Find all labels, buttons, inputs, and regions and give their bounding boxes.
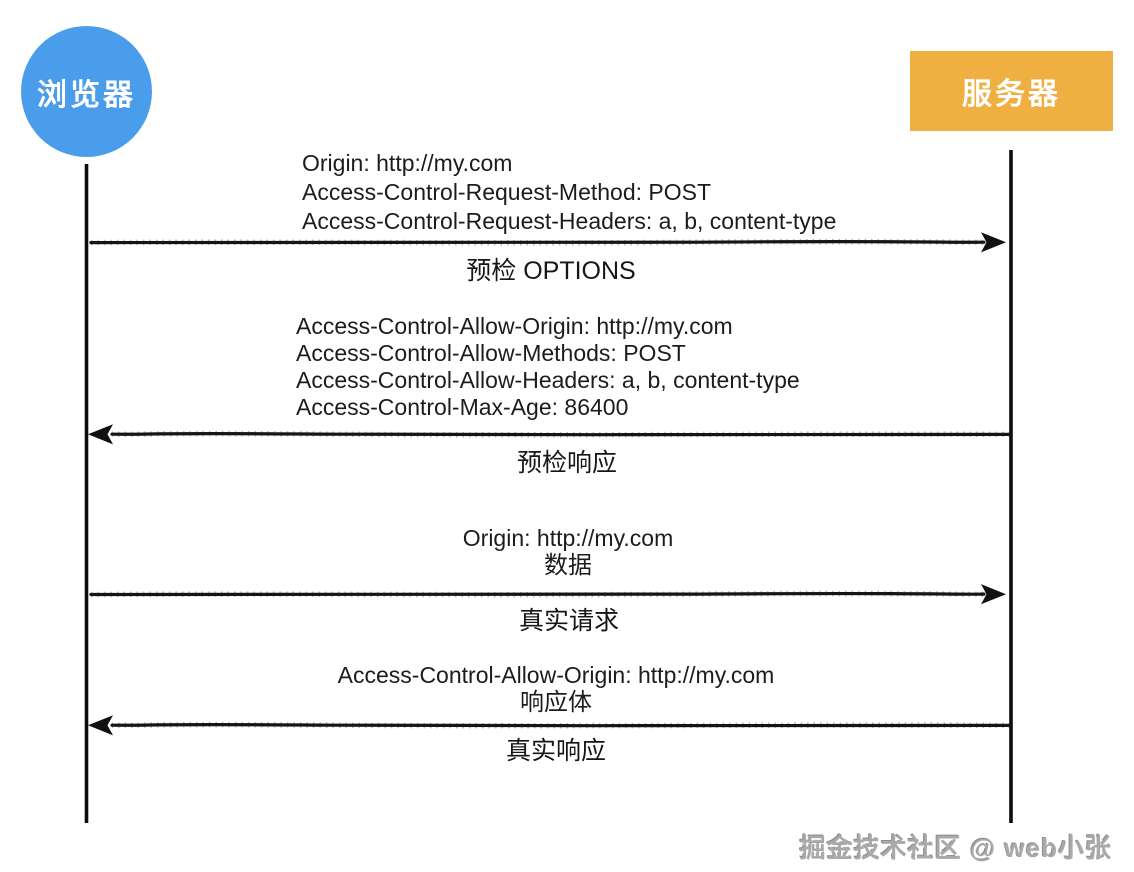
real-request-headers: Origin: http://my.com 数据 <box>463 524 673 580</box>
real-request-arrow-line <box>89 591 986 597</box>
arrowhead-right-icon <box>981 584 1006 605</box>
header-line: 数据 <box>544 552 592 579</box>
real-request-label: 真实请求 <box>518 607 620 635</box>
arrowhead-left-icon <box>88 424 113 445</box>
server-actor-label: 服务器 <box>962 78 1061 111</box>
header-line: 响应体 <box>520 689 592 716</box>
header-line: Access-Control-Request-Headers: a, b, co… <box>302 208 837 234</box>
arrowhead-right-icon <box>981 232 1006 253</box>
header-line: Origin: http://my.com <box>302 150 513 176</box>
preflight-response-arrow-line <box>110 432 1012 437</box>
browser-actor: 浏览器 <box>21 26 152 157</box>
preflight-response-headers: Access-Control-Allow-Origin: http://my.c… <box>296 313 800 421</box>
real-response-label: 真实响应 <box>505 737 607 765</box>
header-line: Access-Control-Allow-Origin: http://my.c… <box>337 662 775 688</box>
preflight-request-headers: Origin: http://my.com Access-Control-Req… <box>302 149 836 236</box>
header-line: Access-Control-Allow-Origin: http://my.c… <box>296 313 733 339</box>
preflight-request-label: 预检 OPTIONS <box>466 257 636 285</box>
header-line: Access-Control-Allow-Methods: POST <box>296 340 686 366</box>
watermark: 掘金技术社区 @ web小张 <box>799 833 1112 863</box>
header-line: Access-Control-Allow-Headers: a, b, cont… <box>296 367 800 393</box>
preflight-request-arrow-line <box>89 240 986 245</box>
header-line: Access-Control-Max-Age: 86400 <box>296 394 629 420</box>
server-actor: 服务器 <box>910 51 1113 131</box>
real-response-headers: Access-Control-Allow-Origin: http://my.c… <box>338 662 775 716</box>
header-line: Origin: http://my.com <box>462 525 674 551</box>
arrowhead-left-icon <box>88 715 113 736</box>
preflight-response-label: 预检响应 <box>516 449 618 477</box>
browser-actor-label: 浏览器 <box>37 78 136 112</box>
header-line: Access-Control-Request-Method: POST <box>302 179 712 205</box>
real-response-arrow-line <box>110 723 1012 728</box>
